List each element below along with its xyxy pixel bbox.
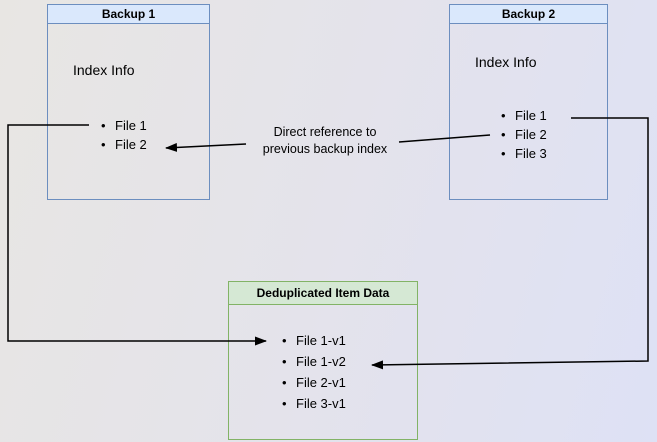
node-dedup-title: Deduplicated Item Data xyxy=(229,282,417,305)
edge-label-line2: previous backup index xyxy=(262,142,388,156)
list-item: File 1-v2 xyxy=(282,351,346,372)
node-backup2-title: Backup 2 xyxy=(450,5,607,24)
node-backup2: Backup 2 xyxy=(449,4,608,200)
list-item: File 2-v1 xyxy=(282,372,346,393)
list-item: File 3 xyxy=(501,144,547,163)
node-dedup: Deduplicated Item Data xyxy=(228,281,418,440)
node-backup1: Backup 1 xyxy=(47,4,210,200)
list-item: File 1-v1 xyxy=(282,330,346,351)
dedup-file-list: File 1-v1 File 1-v2 File 2-v1 File 3-v1 xyxy=(282,330,346,414)
list-item: File 3-v1 xyxy=(282,393,346,414)
list-item: File 1 xyxy=(501,106,547,125)
node-backup1-title: Backup 1 xyxy=(48,5,209,24)
edge-label-line1: Direct reference to xyxy=(273,125,377,139)
node-backup2-subtitle: Index Info xyxy=(475,54,537,70)
backup2-file-list: File 1 File 2 File 3 xyxy=(501,106,547,163)
backup1-file-list: File 1 File 2 xyxy=(101,116,147,154)
edge-direct-reference-label: Direct reference to previous backup inde… xyxy=(245,124,405,158)
list-item: File 2 xyxy=(501,125,547,144)
node-backup1-subtitle: Index Info xyxy=(73,62,135,78)
list-item: File 1 xyxy=(101,116,147,135)
list-item: File 2 xyxy=(101,135,147,154)
